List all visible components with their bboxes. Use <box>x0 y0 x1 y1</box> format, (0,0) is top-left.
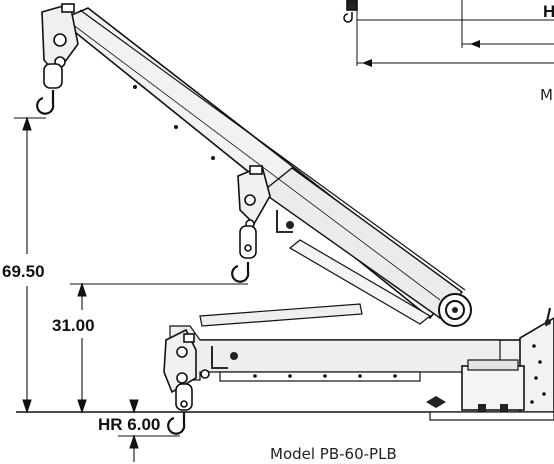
top-hook-icon <box>343 0 358 23</box>
mid-boom-hook-icon <box>231 164 271 283</box>
dimension-label-31-00: 31.00 <box>52 316 95 335</box>
top-right-dimension-lines <box>356 0 554 67</box>
dimension-31-00 <box>70 282 248 414</box>
dimension-hr-6-00 <box>118 399 180 462</box>
partial-label-M: M <box>540 86 553 104</box>
crane-base <box>426 307 554 421</box>
lower-boom-hook-icon <box>163 328 210 435</box>
raised-boom-tip-hook-icon <box>36 2 79 115</box>
dimension-69-50 <box>14 116 46 414</box>
model-caption: Model PB-60-PLB <box>270 445 397 463</box>
dimension-label-69-50: 69.50 <box>2 262 45 281</box>
dimension-label-hr-6-00: HR 6.00 <box>98 415 160 434</box>
partial-label-H: H <box>543 2 554 21</box>
raised-boom <box>58 7 472 327</box>
